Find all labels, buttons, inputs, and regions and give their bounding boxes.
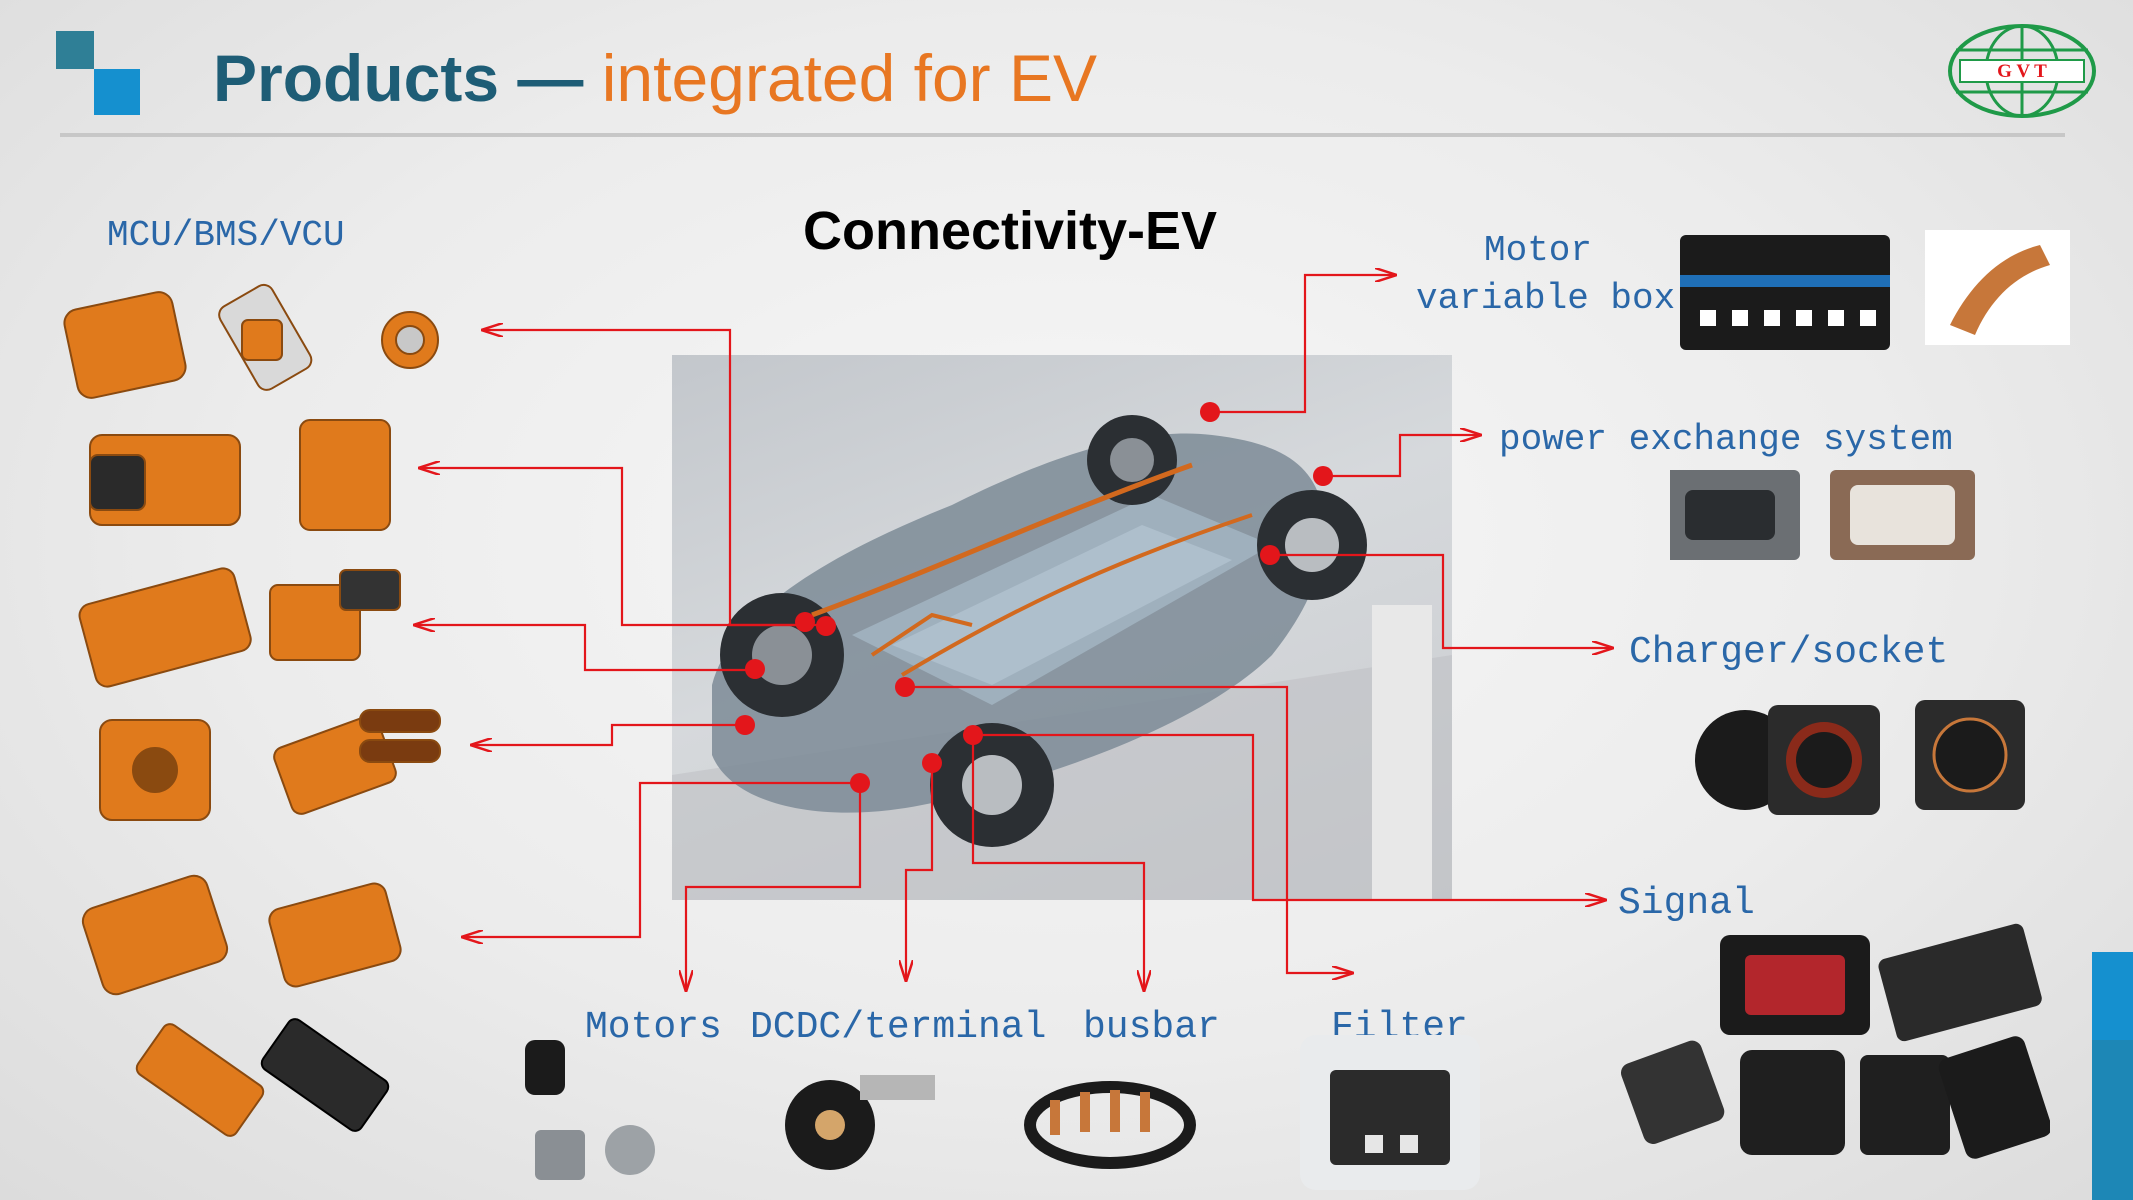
label-charger-socket: Charger/socket	[1629, 631, 1949, 674]
label-motor-box-line2: variable box	[1416, 278, 1676, 319]
side-accent-bar-dark	[2092, 1040, 2133, 1200]
left-connector-gallery	[63, 283, 441, 1137]
ev-car-cutaway-image	[672, 355, 1452, 900]
label-busbar: busbar	[1083, 1006, 1220, 1049]
header-divider	[60, 133, 2065, 137]
motor-connector-3	[605, 1125, 655, 1175]
connector-13	[260, 1018, 390, 1132]
label-dcdc-terminal: DCDC/terminal	[750, 1006, 1047, 1049]
connector-10	[81, 874, 229, 996]
connector-12	[135, 1023, 265, 1137]
connector-5	[299, 419, 391, 531]
logo-square-dark	[56, 31, 94, 69]
logo-square-light	[94, 69, 140, 115]
signal-connector-3	[1620, 1040, 1725, 1144]
label-motors: Motors	[585, 1006, 722, 1049]
right-product-gallery	[1670, 230, 2070, 815]
bottom-product-gallery	[525, 1035, 1480, 1190]
car-illustration	[672, 415, 1452, 900]
busbar-ring	[1024, 1081, 1196, 1169]
title-bold: Products	[213, 41, 500, 115]
page-title: Products — integrated for EV	[213, 38, 1097, 118]
signal-connector-gallery	[1620, 923, 2050, 1159]
motor-connector-1	[525, 1040, 565, 1095]
motor-box-connector	[1680, 235, 1890, 350]
title-accent: integrated for EV	[601, 41, 1098, 115]
label-motor-box-line1: Motor	[1484, 230, 1593, 271]
connector-7	[269, 584, 361, 661]
filter-module	[1330, 1070, 1450, 1165]
gvt-globe-logo: G V T	[1948, 24, 2096, 118]
signal-connector-2	[1878, 923, 2042, 1042]
label-signal: Signal	[1618, 882, 1755, 925]
signal-connector-6	[1938, 1036, 2050, 1159]
connector-6	[78, 567, 252, 688]
connector-1	[63, 291, 187, 399]
signal-connector-4	[1740, 1050, 1845, 1155]
title-dash: —	[499, 41, 602, 115]
connector-11	[268, 882, 402, 988]
label-mcu-bms-vcu: MCU/BMS/VCU	[107, 215, 345, 256]
connectivity-title: Connectivity-EV	[803, 201, 1218, 261]
label-power-exchange: power exchange system	[1499, 419, 1953, 460]
signal-connector-5	[1860, 1055, 1950, 1155]
motor-connector-2	[535, 1130, 585, 1180]
gvt-logo-text: G V T	[1997, 61, 2047, 82]
